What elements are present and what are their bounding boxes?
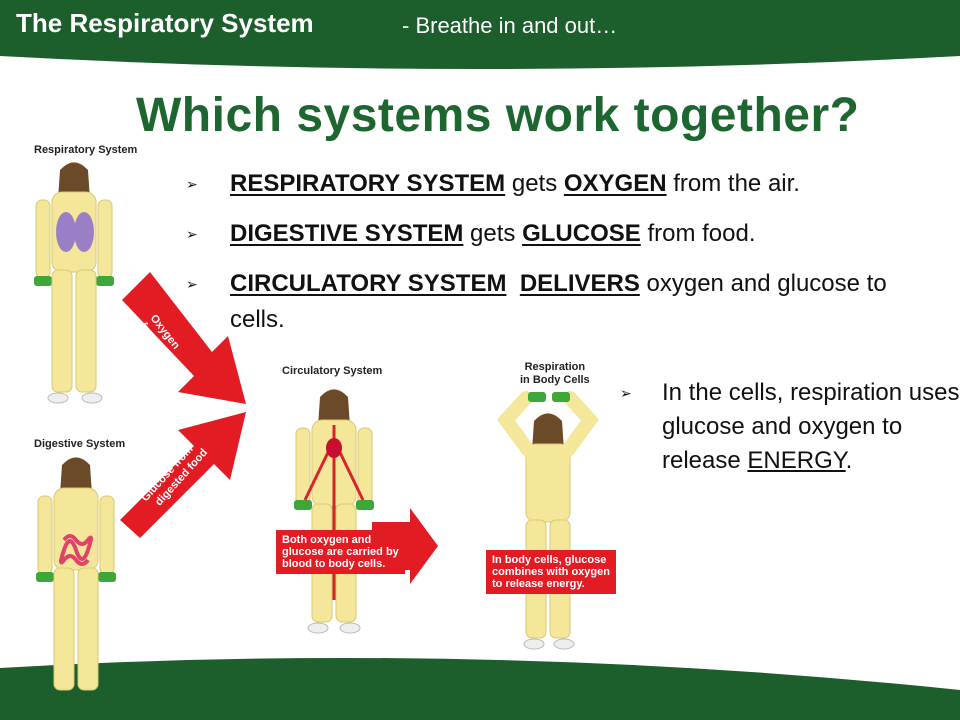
slide-title: The Respiratory System (16, 8, 314, 38)
bullet-item-digestive: ➢ DIGESTIVE SYSTEM gets GLUCOSE from foo… (186, 216, 946, 252)
arrow-oxygen (122, 272, 246, 404)
slide-header: The Respiratory System - Breathe in and … (0, 0, 960, 60)
label-circulatory-system: Circulatory System (282, 365, 383, 377)
bullet-item-circulatory: ➢ CIRCULATORY SYSTEM DELIVERS oxygen and… (186, 266, 946, 338)
slide-heading: Which systems work together? (136, 89, 860, 142)
arrow-bullet-icon: ➢ (620, 385, 632, 401)
figure-digestive (36, 457, 116, 691)
figure-respiratory (34, 162, 114, 404)
arrow-glucose (120, 412, 246, 538)
callout-body-cells: In body cells, glucose combines with oxy… (486, 550, 616, 594)
bullet-item-energy: ➢ In the cells, respiration uses glucose… (620, 376, 960, 478)
arrow-bullet-icon: ➢ (186, 176, 198, 192)
label-digestive-system: Digestive System (34, 438, 126, 450)
callout-blood-transport: Both oxygen and glucose are carried by b… (276, 530, 405, 574)
label-respiratory-system: Respiratory System (34, 144, 138, 156)
bullet-item-respiratory: ➢ RESPIRATORY SYSTEM gets OXYGEN from th… (186, 166, 946, 202)
figure-body-cells (496, 391, 600, 650)
bullet-list: ➢ RESPIRATORY SYSTEM gets OXYGEN from th… (186, 166, 946, 352)
arrow-bullet-icon: ➢ (186, 276, 198, 292)
label-respiration-body-cells: Respiration in Body Cells (520, 361, 590, 386)
arrow-bullet-icon: ➢ (186, 226, 198, 242)
content-panel (0, 56, 960, 690)
slide-subtitle: - Breathe in and out… (402, 13, 618, 38)
